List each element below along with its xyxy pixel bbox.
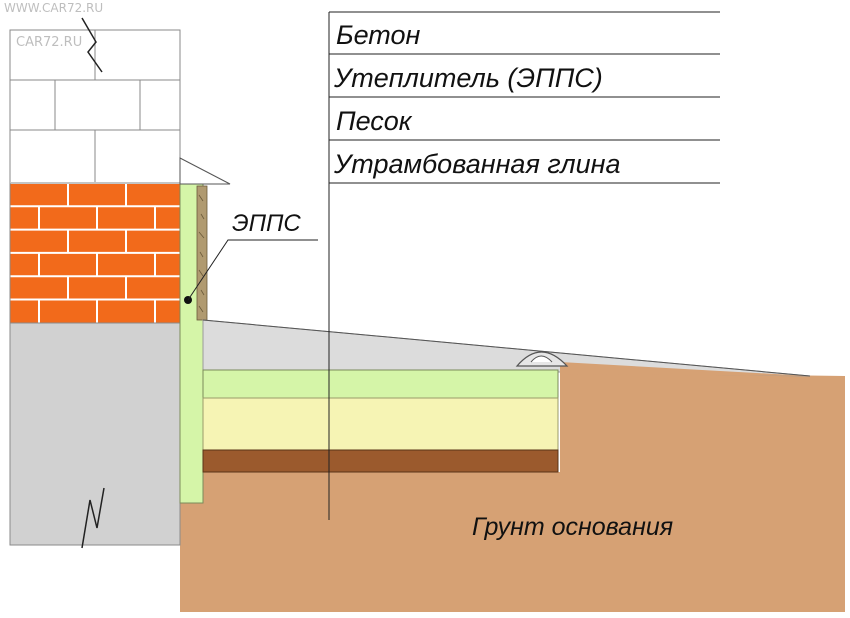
legend-label-insulation: Утеплитель (ЭППС) (333, 63, 603, 93)
drain-tray (515, 351, 569, 367)
ground-label: Грунт основания (472, 513, 673, 541)
clay-layer (202, 449, 559, 473)
legend-label-sand: Песок (336, 106, 413, 136)
wall-break-mark-bottom (81, 487, 105, 549)
soil-layer (180, 372, 845, 612)
foundation-wall-body (9, 322, 181, 546)
watermark-line-2: CAR72.RU (16, 35, 82, 50)
watermark-line-1: WWW.CAR72.RU (4, 1, 103, 15)
watermark: WWW.CAR72.RU CAR72.RU (4, 1, 103, 50)
legend-item: Утрамбованная глина (329, 149, 720, 184)
legend-label-clay: Утрамбованная глина (333, 149, 621, 179)
wall-blocks (9, 17, 181, 184)
soil-wedge (560, 362, 810, 376)
slab-top-edge (202, 319, 811, 377)
legend: Бетон Утеплитель (ЭППС) Песок Утрамбован… (329, 11, 720, 184)
legend-item: Утеплитель (ЭППС) (329, 63, 720, 98)
foam-board (196, 185, 208, 321)
horizontal-insulation-layer (202, 369, 559, 399)
brick-plinth (9, 182, 181, 324)
foundation-wall (9, 322, 181, 549)
soil-body (180, 372, 845, 612)
legend-item: Песок (329, 106, 720, 141)
drip-flashing (179, 157, 231, 185)
wall-block-row (9, 79, 181, 131)
callout-leader (187, 239, 318, 301)
legend-label-concrete: Бетон (336, 20, 420, 50)
eps-callout: ЭППС (187, 210, 318, 301)
legend-item: Бетон (329, 11, 720, 55)
wall-break-mark-top (81, 17, 103, 73)
sand-layer (202, 397, 559, 451)
callout-label: ЭППС (232, 210, 301, 237)
